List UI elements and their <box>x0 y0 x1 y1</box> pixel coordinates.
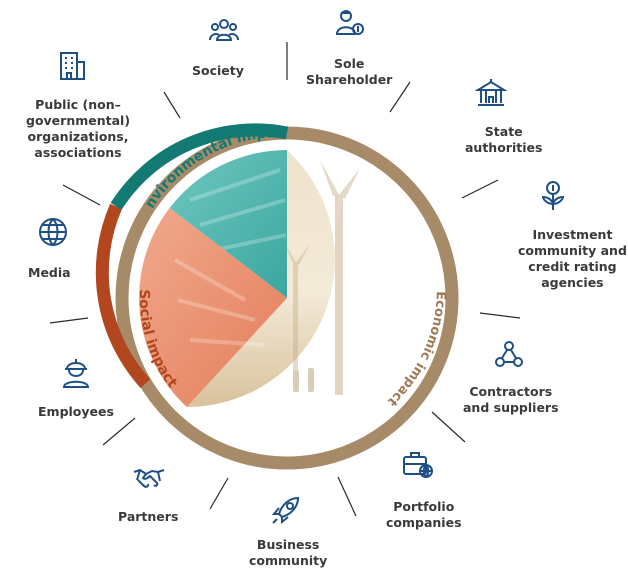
connector-state <box>389 81 411 113</box>
connector-society <box>163 91 181 119</box>
social-ring <box>95 203 151 388</box>
stakeholder-society: Society <box>192 63 244 78</box>
briefcase-globe-icon <box>402 448 434 480</box>
globe-icon <box>37 216 69 248</box>
handshake-icon <box>133 462 165 494</box>
connector-business <box>337 476 357 517</box>
social-wedge <box>139 208 287 407</box>
wind-turbine-photo <box>282 160 360 395</box>
office-building-icon <box>56 50 88 82</box>
connector-employees <box>102 417 136 446</box>
stakeholder-employees: Employees <box>38 404 114 419</box>
connector-portfolio <box>431 411 466 443</box>
connector-contractors <box>479 312 521 319</box>
connector-media <box>49 317 89 324</box>
connectors <box>49 42 521 517</box>
rocket-icon <box>270 494 302 526</box>
stakeholder-partners: Partners <box>118 509 179 524</box>
plant-money-icon <box>537 180 569 212</box>
economic-wedge <box>186 150 335 407</box>
environmental-wedge <box>169 150 287 298</box>
environmental-ring <box>110 123 289 210</box>
person-with-money-icon <box>333 6 365 38</box>
connector-partners <box>209 477 229 510</box>
connector-investment <box>461 179 499 199</box>
worker-helmet-icon <box>60 356 92 388</box>
network-people-icon <box>493 338 525 370</box>
government-building-icon <box>475 78 507 110</box>
people-group-icon <box>208 14 240 46</box>
environmental-texture <box>189 168 287 252</box>
stakeholder-media: Media <box>28 265 71 280</box>
stakeholder-public-organizations: Public (non–governmental)organizations,a… <box>26 97 131 160</box>
economic-ring <box>115 126 459 470</box>
social-texture <box>174 258 266 347</box>
connector-public <box>62 184 101 206</box>
